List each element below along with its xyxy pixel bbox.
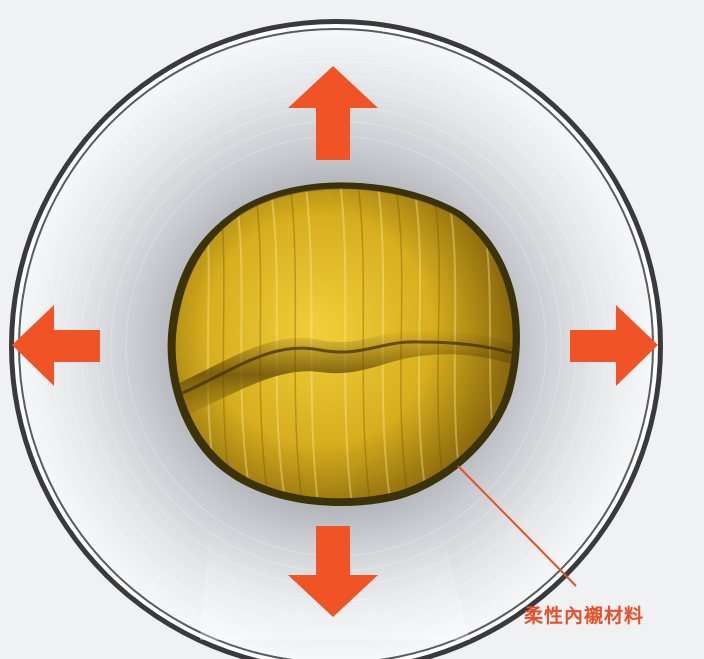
liner-material-label: 柔性內襯材料 xyxy=(524,601,644,628)
